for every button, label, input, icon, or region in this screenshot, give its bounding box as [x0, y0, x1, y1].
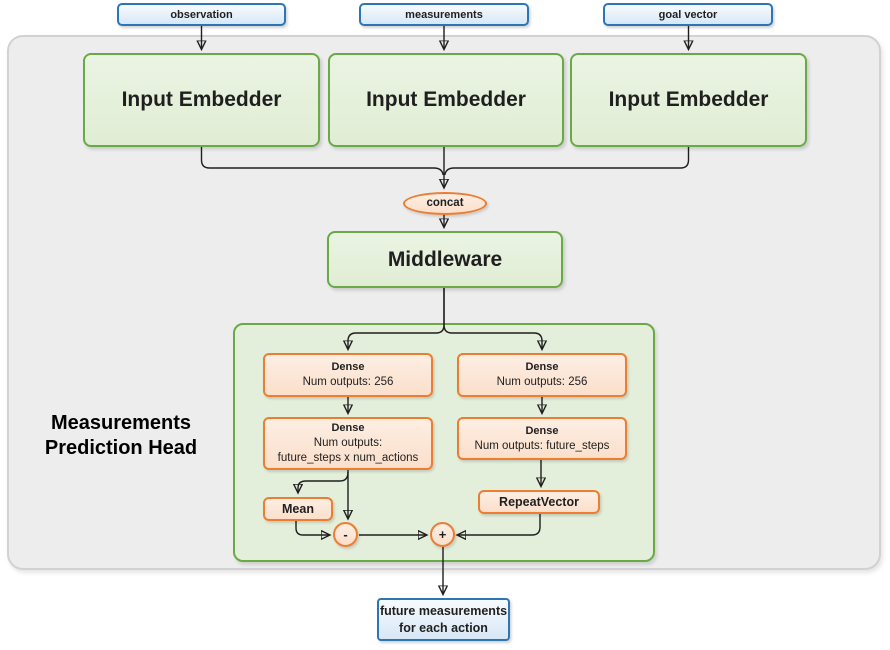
dense-right-2: Dense Num outputs: future_steps [457, 417, 627, 460]
plus-node: + [430, 522, 455, 547]
dense-title: Dense [331, 361, 365, 373]
concat-label: concat [426, 197, 464, 209]
output-label-line1: future measurements [379, 604, 508, 619]
embedder-label: Input Embedder [121, 88, 282, 111]
mean-box: Mean [263, 497, 333, 521]
input-label: measurements [405, 8, 483, 21]
prediction-head-title-line2: Prediction Head [44, 437, 198, 459]
dense-subtitle: Num outputs: 256 [302, 376, 394, 388]
concat-node: concat [403, 192, 487, 215]
minus-label: - [343, 527, 348, 542]
plus-label: + [438, 527, 447, 542]
minus-node: - [333, 522, 358, 547]
input-embedder-1: Input Embedder [83, 53, 320, 147]
embedder-label: Input Embedder [366, 88, 526, 111]
mean-label: Mean [282, 501, 314, 516]
middleware-label: Middleware [387, 247, 503, 271]
dense-right-1: Dense Num outputs: 256 [457, 353, 627, 397]
dense-subtitle2: future_steps x num_actions [277, 452, 419, 464]
dense-title: Dense [525, 361, 559, 373]
dense-left-1: Dense Num outputs: 256 [263, 353, 433, 397]
input-box-measurements: measurements [359, 3, 529, 26]
prediction-head-title-line1: Measurements [50, 412, 192, 434]
input-box-goal-vector: goal vector [603, 3, 773, 26]
repeat-vector-label: RepeatVector [499, 494, 579, 509]
repeat-vector-box: RepeatVector [478, 490, 600, 514]
input-label: goal vector [658, 8, 718, 21]
dense-left-2: Dense Num outputs: future_steps x num_ac… [263, 417, 433, 470]
output-label-line2: for each action [399, 620, 488, 635]
input-box-observation: observation [117, 3, 286, 26]
dense-subtitle: Num outputs: 256 [496, 376, 588, 388]
embedder-label: Input Embedder [608, 88, 769, 111]
dense-subtitle: Num outputs: [313, 437, 383, 449]
output-box: future measurements for each action [377, 598, 510, 641]
prediction-head-title: Measurements Prediction Head [18, 411, 224, 461]
input-embedder-3: Input Embedder [570, 53, 807, 147]
middleware-box: Middleware [327, 231, 563, 288]
input-embedder-2: Input Embedder [328, 53, 564, 147]
dense-title: Dense [525, 424, 559, 437]
dense-subtitle: Num outputs: future_steps [474, 439, 610, 452]
dense-title: Dense [331, 422, 365, 434]
input-label: observation [170, 8, 233, 21]
